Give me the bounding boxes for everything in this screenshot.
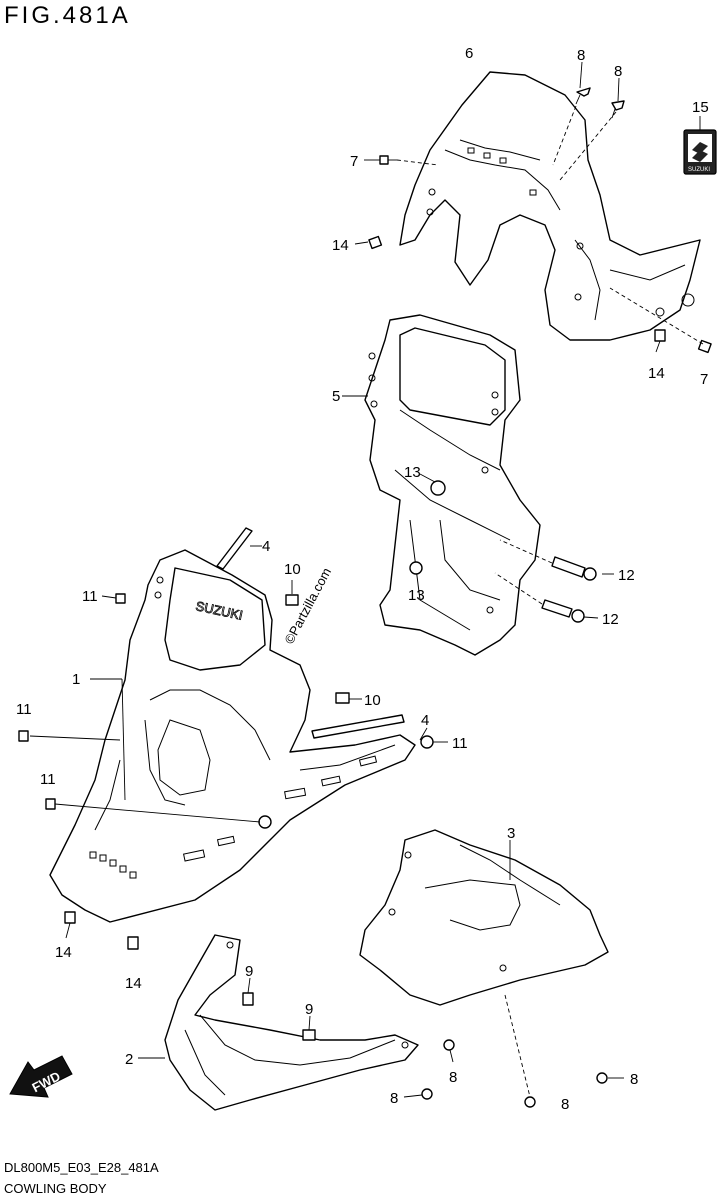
- clip-14-lower-a[interactable]: [64, 911, 76, 924]
- callout-11: 11: [16, 701, 32, 718]
- callout-11: 11: [452, 735, 468, 752]
- nut-13-lower[interactable]: [409, 561, 423, 575]
- part-4-trim-strip-lower[interactable]: [311, 714, 405, 739]
- part-5-cowling-bracket[interactable]: [364, 314, 541, 656]
- clip-14-top[interactable]: [368, 235, 383, 250]
- fasteners: [18, 87, 712, 1108]
- clip-10-lower[interactable]: [335, 692, 350, 704]
- part-6-upper-cowling[interactable]: [399, 71, 701, 341]
- callout-7: 7: [700, 371, 708, 388]
- part-4-trim-strip-upper[interactable]: [216, 527, 253, 570]
- callout-9: 9: [245, 963, 253, 980]
- callout-6: 6: [465, 45, 473, 62]
- callout-8: 8: [561, 1096, 569, 1113]
- clip-9-a[interactable]: [242, 992, 254, 1006]
- screw-8-lower-b[interactable]: [421, 1088, 433, 1100]
- bolt-12-lower[interactable]: [541, 599, 585, 623]
- screw-8-lower-a[interactable]: [443, 1039, 455, 1051]
- part-15-emblem[interactable]: SUZUKI: [683, 129, 717, 175]
- callout-numbers: 6 8 8 15 7 14 14 7 5 13 13 4 10 12 12 11…: [16, 45, 709, 1113]
- callout-12: 12: [618, 567, 635, 584]
- callout-8: 8: [614, 63, 622, 80]
- screw-8-lower-d[interactable]: [596, 1072, 608, 1084]
- callout-14: 14: [125, 975, 142, 992]
- nut-13-upper[interactable]: [430, 480, 446, 496]
- callout-8: 8: [577, 47, 585, 64]
- callout-8: 8: [390, 1090, 398, 1107]
- screw-8-lower-c[interactable]: [524, 1096, 536, 1108]
- callout-4: 4: [421, 712, 429, 729]
- screw-8-top-b[interactable]: [611, 100, 625, 119]
- footer-figure-code: DL800M5_E03_E28_481A: [4, 1160, 159, 1175]
- part-3-side-cover[interactable]: [359, 829, 609, 1006]
- grommet-11-e[interactable]: [258, 815, 272, 829]
- callout-11: 11: [82, 588, 98, 605]
- screw-11-a[interactable]: [115, 593, 126, 604]
- callout-7: 7: [350, 153, 358, 170]
- grommet-11-d[interactable]: [420, 735, 434, 749]
- callout-11: 11: [40, 771, 56, 788]
- callout-13: 13: [408, 587, 425, 604]
- fwd-arrow-icon: FWD: [9, 1055, 73, 1098]
- callout-1: 1: [72, 671, 80, 688]
- clip-14-lower-b[interactable]: [127, 936, 139, 950]
- screw-8-top-a[interactable]: [575, 87, 591, 105]
- part-2-lower-cowl[interactable]: [164, 934, 419, 1111]
- clip-9-b[interactable]: [302, 1029, 316, 1041]
- part-1-cowling-body[interactable]: SUZUKI: [49, 549, 416, 923]
- leader-lines: [29, 61, 704, 1098]
- screw-11-b[interactable]: [18, 730, 29, 742]
- bolt-12-upper[interactable]: [551, 556, 597, 581]
- callout-4: 4: [262, 538, 270, 555]
- callout-13: 13: [404, 464, 421, 481]
- suzuki-emblem-icon: [692, 142, 708, 162]
- clip-10-upper[interactable]: [285, 594, 299, 606]
- bolt-7-left[interactable]: [379, 155, 397, 165]
- screw-11-c[interactable]: [45, 798, 56, 810]
- callout-8: 8: [449, 1069, 457, 1086]
- callout-14: 14: [55, 944, 72, 961]
- clip-14-right[interactable]: [654, 329, 666, 342]
- callout-15: 15: [692, 99, 709, 116]
- callout-5: 5: [332, 388, 340, 405]
- callout-12: 12: [602, 611, 619, 628]
- footer-figure-name: COWLING BODY: [4, 1181, 107, 1196]
- callout-3: 3: [507, 825, 515, 842]
- callout-10: 10: [284, 561, 301, 578]
- callout-14: 14: [648, 365, 665, 382]
- figure-title: FIG.481A: [4, 2, 131, 29]
- callout-2: 2: [125, 1051, 133, 1068]
- callout-9: 9: [305, 1001, 313, 1018]
- callout-10: 10: [364, 692, 381, 709]
- callout-8: 8: [630, 1071, 638, 1088]
- callout-14: 14: [332, 237, 349, 254]
- emblem-label: SUZUKI: [688, 167, 710, 173]
